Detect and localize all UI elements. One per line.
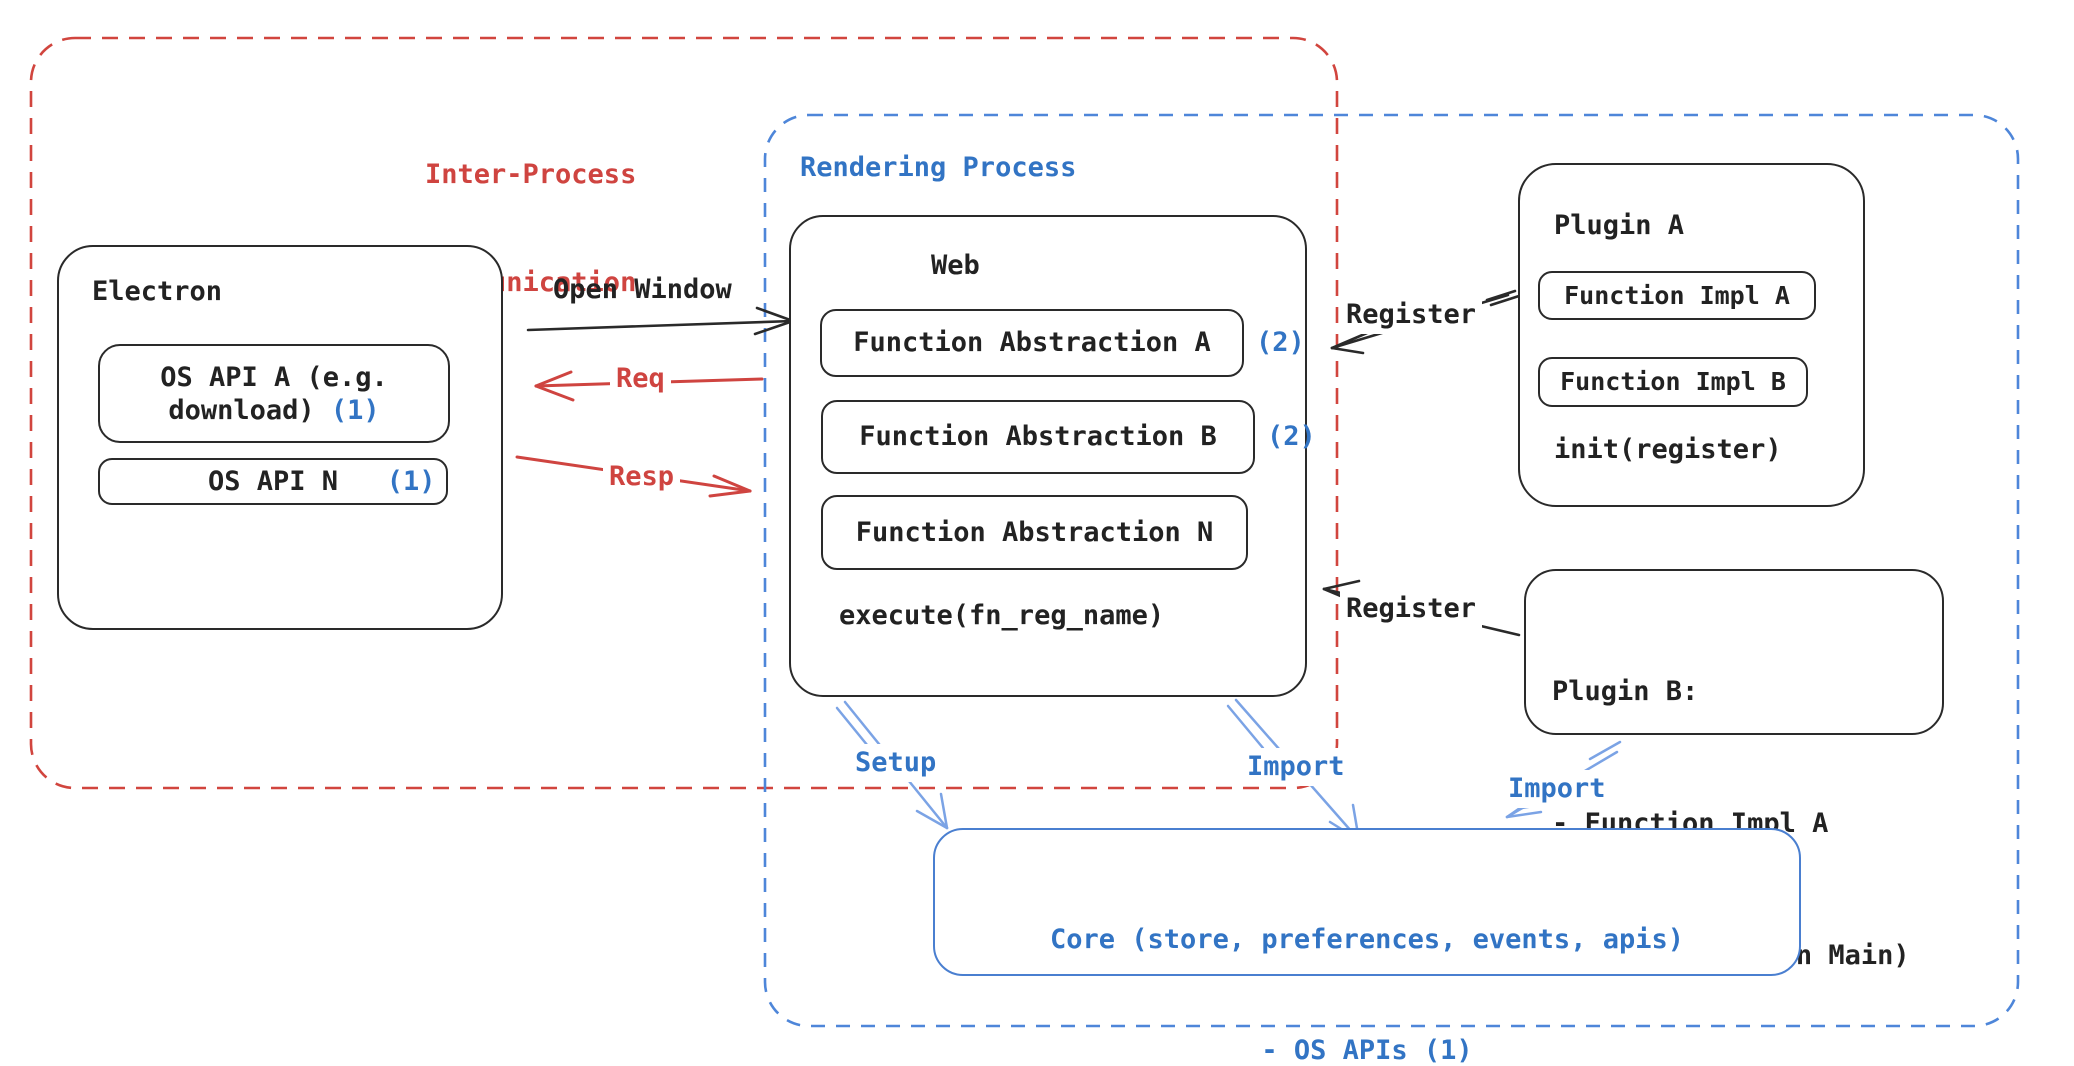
ipc-group-border (29, 36, 1339, 790)
init-register-label: init(register) (1554, 434, 1782, 465)
function-impl-a-box: Function Impl A (1538, 271, 1816, 320)
os-api-n-badge: (1) (386, 465, 436, 497)
open-window-label: Open Window (553, 274, 732, 305)
os-api-a-badge: (1) (330, 394, 380, 426)
plugin-b-box (1524, 569, 1944, 735)
function-abstraction-b-label: Function Abstraction B (859, 421, 1217, 452)
execute-label: execute(fn_reg_name) (839, 600, 1165, 631)
import-web-label: Import (1241, 748, 1351, 786)
setup-label: Setup (849, 744, 943, 782)
os-api-n-label: OS API N (207, 465, 339, 497)
ipc-group-label: Inter-Process Communication (425, 85, 636, 373)
function-abstraction-a-box: Function Abstraction A (820, 309, 1244, 377)
import-plugin-b-label: Import (1502, 770, 1612, 808)
plugin-a-box (1518, 163, 1865, 507)
core-line-title: Core (store, preferences, events, apis) (1050, 924, 1684, 955)
req-label: Req (610, 360, 671, 398)
plugin-a-title: Plugin A (1554, 210, 1685, 241)
function-abstraction-n-box: Function Abstraction N (821, 495, 1248, 570)
plugin-b-title: Plugin B: (1552, 676, 1699, 707)
function-impl-b-label: Function Impl B (1560, 367, 1786, 396)
os-api-a-label: OS API A (e.g. download) (160, 361, 388, 426)
register-bottom-label: Register (1340, 590, 1483, 628)
function-impl-b-box: Function Impl B (1538, 357, 1808, 407)
os-api-n-box: OS API N (1) (98, 458, 448, 505)
web-title: Web (931, 250, 980, 281)
function-abstraction-n-row: Function Abstraction N (821, 495, 1260, 570)
function-abstraction-n-label: Function Abstraction N (855, 516, 1214, 548)
resp-label: Resp (603, 458, 681, 496)
os-api-a-box: OS API A (e.g. download) (1) (98, 344, 450, 443)
function-abstraction-b-badge: (2) (1267, 421, 1316, 452)
rendering-group-border (763, 113, 2020, 1028)
ipc-label-line1: Inter-Process (425, 159, 637, 190)
core-box: Core (store, preferences, events, apis) … (933, 828, 1801, 1066)
electron-title: Electron (92, 276, 223, 307)
function-abstraction-b-row: Function Abstraction B (2) (821, 400, 1316, 474)
function-abstraction-b-box: Function Abstraction B (821, 400, 1255, 474)
function-abstraction-a-row: Function Abstraction A (2) (820, 309, 1305, 377)
function-abstraction-a-label: Function Abstraction A (853, 327, 1211, 358)
register-top-label: Register (1340, 296, 1483, 334)
rendering-group-label: Rendering Process (800, 152, 1077, 183)
core-line-os-apis: - OS APIs (1) (1261, 1035, 1473, 1066)
function-impl-a-label: Function Impl A (1564, 280, 1790, 310)
function-abstraction-a-badge: (2) (1256, 327, 1305, 358)
open-window-arrow (526, 306, 795, 336)
